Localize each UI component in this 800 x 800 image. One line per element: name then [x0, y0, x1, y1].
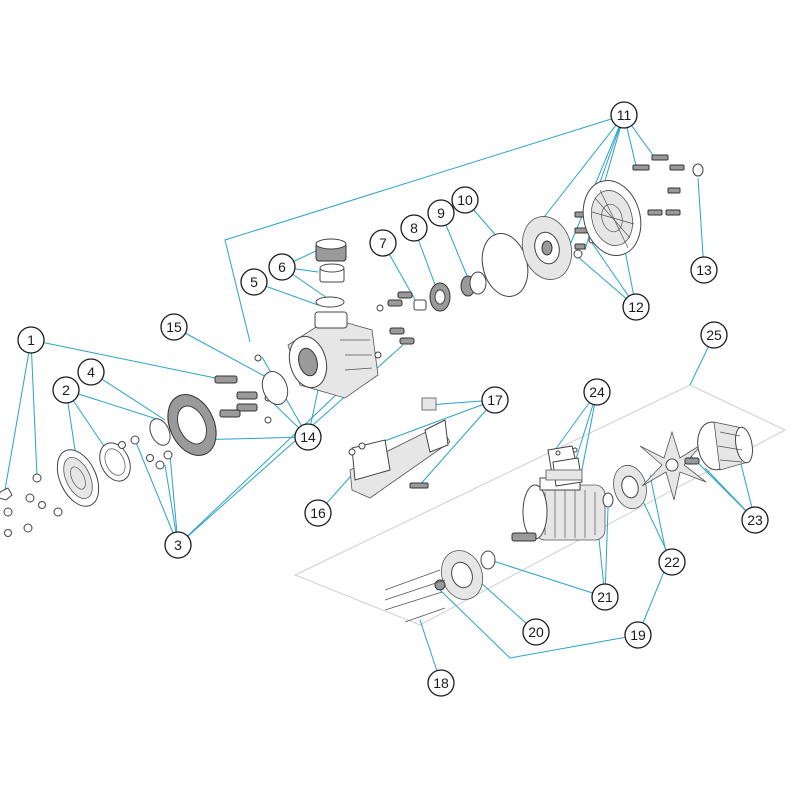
callout-13: 13	[690, 256, 718, 284]
callout-4-label: 4	[87, 364, 95, 380]
part-seal-plate	[521, 216, 573, 280]
callout-3: 3	[164, 531, 192, 559]
callout-15: 15	[160, 313, 188, 341]
callout-12-label: 12	[628, 299, 644, 315]
part-lid-6	[315, 238, 347, 308]
part-fan	[639, 430, 707, 501]
part-washer-13	[692, 163, 704, 177]
part-pipe-sleeve	[99, 442, 131, 482]
callout-5-label: 5	[250, 274, 258, 290]
callout-17-label: 17	[487, 392, 503, 408]
part-motor	[511, 445, 606, 542]
part-pump-housing	[287, 311, 379, 399]
part-oring-15	[261, 371, 289, 405]
leader-lines	[4, 114, 756, 684]
part-nuts-3	[118, 435, 173, 470]
callout-14: 14	[294, 423, 322, 451]
callout-8: 8	[400, 214, 428, 242]
callout-12: 12	[622, 293, 650, 321]
part-gasket-4	[149, 418, 171, 446]
callout-9-label: 9	[437, 205, 445, 221]
part-flange-left	[56, 449, 100, 507]
part-tie-rods-18	[384, 569, 446, 623]
callout-25-label: 25	[706, 327, 722, 343]
callout-7-label: 7	[379, 235, 387, 251]
callout-3-label: 3	[174, 537, 182, 553]
callout-10-label: 10	[457, 192, 473, 208]
callout-11-label: 11	[617, 107, 632, 123]
callout-19: 19	[624, 621, 652, 649]
callout-21-label: 21	[597, 589, 613, 605]
callout-17: 17	[481, 386, 509, 414]
callout-15-label: 15	[166, 319, 182, 335]
part-bearing-21	[480, 550, 496, 570]
callout-16-label: 16	[310, 505, 326, 521]
callout-1-label: 1	[27, 332, 35, 348]
callout-16: 16	[304, 499, 332, 527]
parts	[0, 154, 753, 623]
callout-18-label: 18	[433, 675, 449, 691]
part-grid-cover	[582, 180, 642, 256]
callout-10: 10	[451, 186, 479, 214]
callout-9: 9	[427, 199, 455, 227]
callout-1: 1	[17, 326, 45, 354]
callout-23: 23	[741, 506, 769, 534]
part-bolts-14	[214, 354, 272, 424]
callout-6-label: 6	[278, 259, 286, 275]
callout-14-label: 14	[300, 429, 316, 445]
callout-21: 21	[591, 583, 619, 611]
callout-8-label: 8	[410, 220, 418, 236]
callout-5: 5	[240, 268, 268, 296]
part-end-shield-front	[434, 550, 484, 600]
callout-18: 18	[427, 669, 455, 697]
callout-2: 2	[52, 376, 80, 404]
callout-6: 6	[268, 253, 296, 281]
callout-2-label: 2	[62, 382, 70, 398]
part-fan-cover	[697, 421, 753, 471]
part-nuts-left	[0, 473, 63, 537]
callout-24: 24	[583, 378, 611, 406]
callout-24-label: 24	[589, 384, 605, 400]
callout-22: 22	[658, 548, 686, 576]
part-bolts-housing	[374, 291, 415, 359]
callout-20: 20	[522, 618, 550, 646]
part-impeller	[413, 271, 487, 312]
motor-assembly-frame	[293, 384, 787, 626]
callout-23-label: 23	[747, 512, 763, 528]
callout-25: 25	[700, 321, 728, 349]
callout-19-label: 19	[630, 627, 646, 643]
callout-11: 11	[610, 101, 638, 129]
callout-20-label: 20	[528, 624, 544, 640]
callout-4: 4	[77, 358, 105, 386]
part-base-support	[348, 397, 451, 499]
callout-22-label: 22	[664, 554, 680, 570]
callout-7: 7	[369, 229, 397, 257]
part-flange-right	[167, 394, 217, 456]
part-oring-21	[602, 492, 614, 508]
callout-13-label: 13	[696, 262, 712, 278]
